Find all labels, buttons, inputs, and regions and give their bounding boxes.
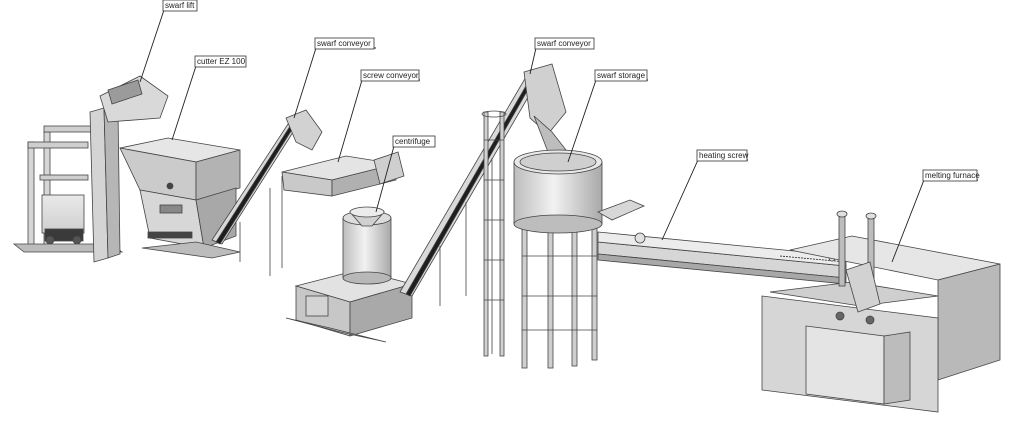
centrifuge-machine xyxy=(285,206,414,343)
label-swarf-conveyor-1: swarf conveyor xyxy=(293,37,376,119)
melting-furnace-machine xyxy=(761,210,1001,413)
swarf-conveyor-1-machine xyxy=(211,109,323,276)
label-heating-screw-text: heating screw xyxy=(699,151,749,160)
label-swarf-lift-text: swarf lift xyxy=(165,1,195,10)
swarf-storage-machine xyxy=(481,110,603,369)
label-screw-conveyor-text: screw conveyor xyxy=(363,71,419,80)
label-centrifuge-text: centrifuge xyxy=(395,137,431,146)
label-centrifuge: centrifuge xyxy=(375,135,436,213)
swarf-conveyor-2-machine xyxy=(399,63,567,354)
label-swarf-storage-text: swarf storage xyxy=(597,71,646,80)
label-swarf-conveyor-2: swarf conveyor xyxy=(529,37,595,75)
label-swarf-storage: swarf storage xyxy=(567,69,648,163)
screw-conveyor-machine xyxy=(281,151,405,197)
label-heating-screw: heating screw xyxy=(661,149,749,241)
label-swarf-conveyor-1-text: swarf conveyor xyxy=(317,39,371,48)
label-swarf-conveyor-2-text: swarf conveyor xyxy=(537,39,591,48)
swarf-lift-machine xyxy=(12,75,169,263)
heating-screw-machine xyxy=(597,199,847,285)
label-cutter: cutter EZ 100 xyxy=(171,55,247,141)
label-melting-furnace-text: melting furnace xyxy=(925,171,980,180)
label-screw-conveyor: screw conveyor xyxy=(337,69,420,163)
label-cutter-text: cutter EZ 100 xyxy=(197,57,246,66)
label-melting-furnace: melting furnace xyxy=(891,169,980,263)
label-swarf-lift: swarf lift xyxy=(139,0,198,83)
